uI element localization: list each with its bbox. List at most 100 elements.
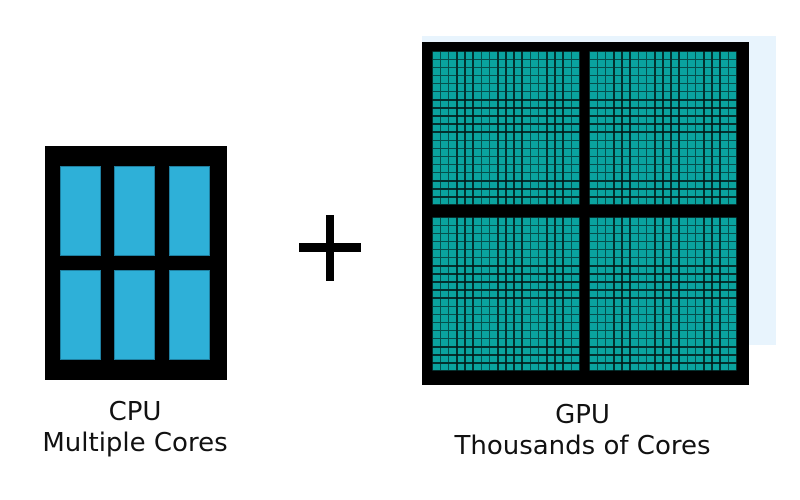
gpu-core: [441, 298, 448, 306]
gpu-core: [606, 173, 613, 180]
gpu-core: [465, 242, 473, 249]
gpu-core: [622, 189, 630, 197]
gpu-core: [598, 282, 605, 290]
gpu-core: [433, 298, 440, 306]
gpu-core: [598, 76, 605, 83]
gpu-core: [482, 347, 489, 355]
gpu-core: [721, 124, 728, 132]
gpu-core: [498, 149, 506, 156]
gpu-core: [473, 189, 481, 197]
gpu-core: [482, 124, 489, 132]
gpu-core: [465, 250, 473, 257]
gpu-core: [490, 218, 497, 225]
gpu-core: [514, 226, 522, 233]
gpu-core: [606, 157, 613, 164]
gpu-core: [614, 124, 622, 132]
gpu-core: [630, 157, 638, 164]
gpu-core: [482, 234, 489, 241]
gpu-core: [647, 242, 654, 249]
gpu-core: [564, 52, 571, 59]
gpu-core: [433, 100, 440, 108]
gpu-core: [547, 60, 555, 67]
gpu-core: [449, 84, 456, 91]
gpu-core: [523, 258, 530, 266]
gpu-core: [564, 124, 571, 132]
gpu-core: [729, 315, 736, 322]
gpu-core: [729, 124, 736, 132]
gpu-core: [721, 100, 728, 108]
gpu-core: [639, 165, 646, 172]
gpu-core: [655, 347, 663, 355]
gpu-core: [531, 266, 538, 274]
gpu-core: [531, 116, 538, 124]
gpu-core: [614, 355, 622, 363]
gpu-core: [473, 274, 481, 282]
gpu-core: [630, 298, 638, 306]
gpu-core: [590, 100, 597, 108]
gpu-core: [514, 52, 522, 59]
gpu-core: [547, 290, 555, 298]
gpu-core: [622, 157, 630, 164]
gpu-core: [539, 181, 547, 189]
gpu-core: [523, 226, 530, 233]
gpu-core: [539, 307, 547, 314]
gpu-core: [523, 323, 530, 330]
gpu-core: [514, 141, 522, 148]
gpu-core: [547, 124, 555, 132]
gpu-core: [655, 197, 663, 205]
gpu-core: [572, 258, 579, 266]
gpu-core: [606, 250, 613, 257]
gpu-core: [498, 52, 506, 59]
gpu-core: [614, 274, 622, 282]
gpu-core: [473, 141, 481, 148]
gpu-core: [506, 323, 514, 330]
gpu-core: [688, 355, 695, 363]
gpu-core: [721, 76, 728, 83]
gpu-core: [729, 197, 736, 205]
gpu-core: [564, 258, 571, 266]
gpu-core: [433, 290, 440, 298]
gpu-core: [688, 149, 695, 156]
gpu-core: [606, 124, 613, 132]
gpu-core: [680, 282, 687, 290]
gpu-core: [490, 274, 497, 282]
gpu-core: [663, 347, 671, 355]
cpu-core: [114, 270, 155, 360]
gpu-core: [671, 84, 679, 91]
gpu-core: [712, 323, 720, 330]
gpu-core: [614, 250, 622, 257]
gpu-core: [457, 290, 465, 298]
gpu-core: [564, 165, 571, 172]
gpu-core: [647, 266, 654, 274]
gpu-core: [531, 173, 538, 180]
gpu-core: [539, 323, 547, 330]
gpu-core: [547, 108, 555, 116]
gpu-core: [531, 218, 538, 225]
gpu-core: [639, 149, 646, 156]
gpu-core: [639, 157, 646, 164]
gpu-core: [671, 242, 679, 249]
gpu-core: [539, 141, 547, 148]
gpu-core: [614, 242, 622, 249]
gpu-core: [622, 84, 630, 91]
gpu-core: [647, 124, 654, 132]
gpu-core: [514, 290, 522, 298]
gpu-core: [655, 124, 663, 132]
gpu-core: [680, 116, 687, 124]
gpu-core: [433, 242, 440, 249]
gpu-core: [539, 52, 547, 59]
gpu-core: [514, 331, 522, 338]
gpu-core: [688, 363, 695, 371]
gpu-core: [614, 100, 622, 108]
gpu-core: [490, 258, 497, 266]
gpu-core: [721, 258, 728, 266]
gpu-core: [622, 173, 630, 180]
gpu-core: [614, 266, 622, 274]
gpu-core: [473, 108, 481, 116]
gpu-core: [606, 298, 613, 306]
gpu-core: [506, 92, 514, 100]
gpu-core: [639, 84, 646, 91]
gpu-core: [647, 323, 654, 330]
gpu-core: [639, 181, 646, 189]
gpu-core: [688, 290, 695, 298]
